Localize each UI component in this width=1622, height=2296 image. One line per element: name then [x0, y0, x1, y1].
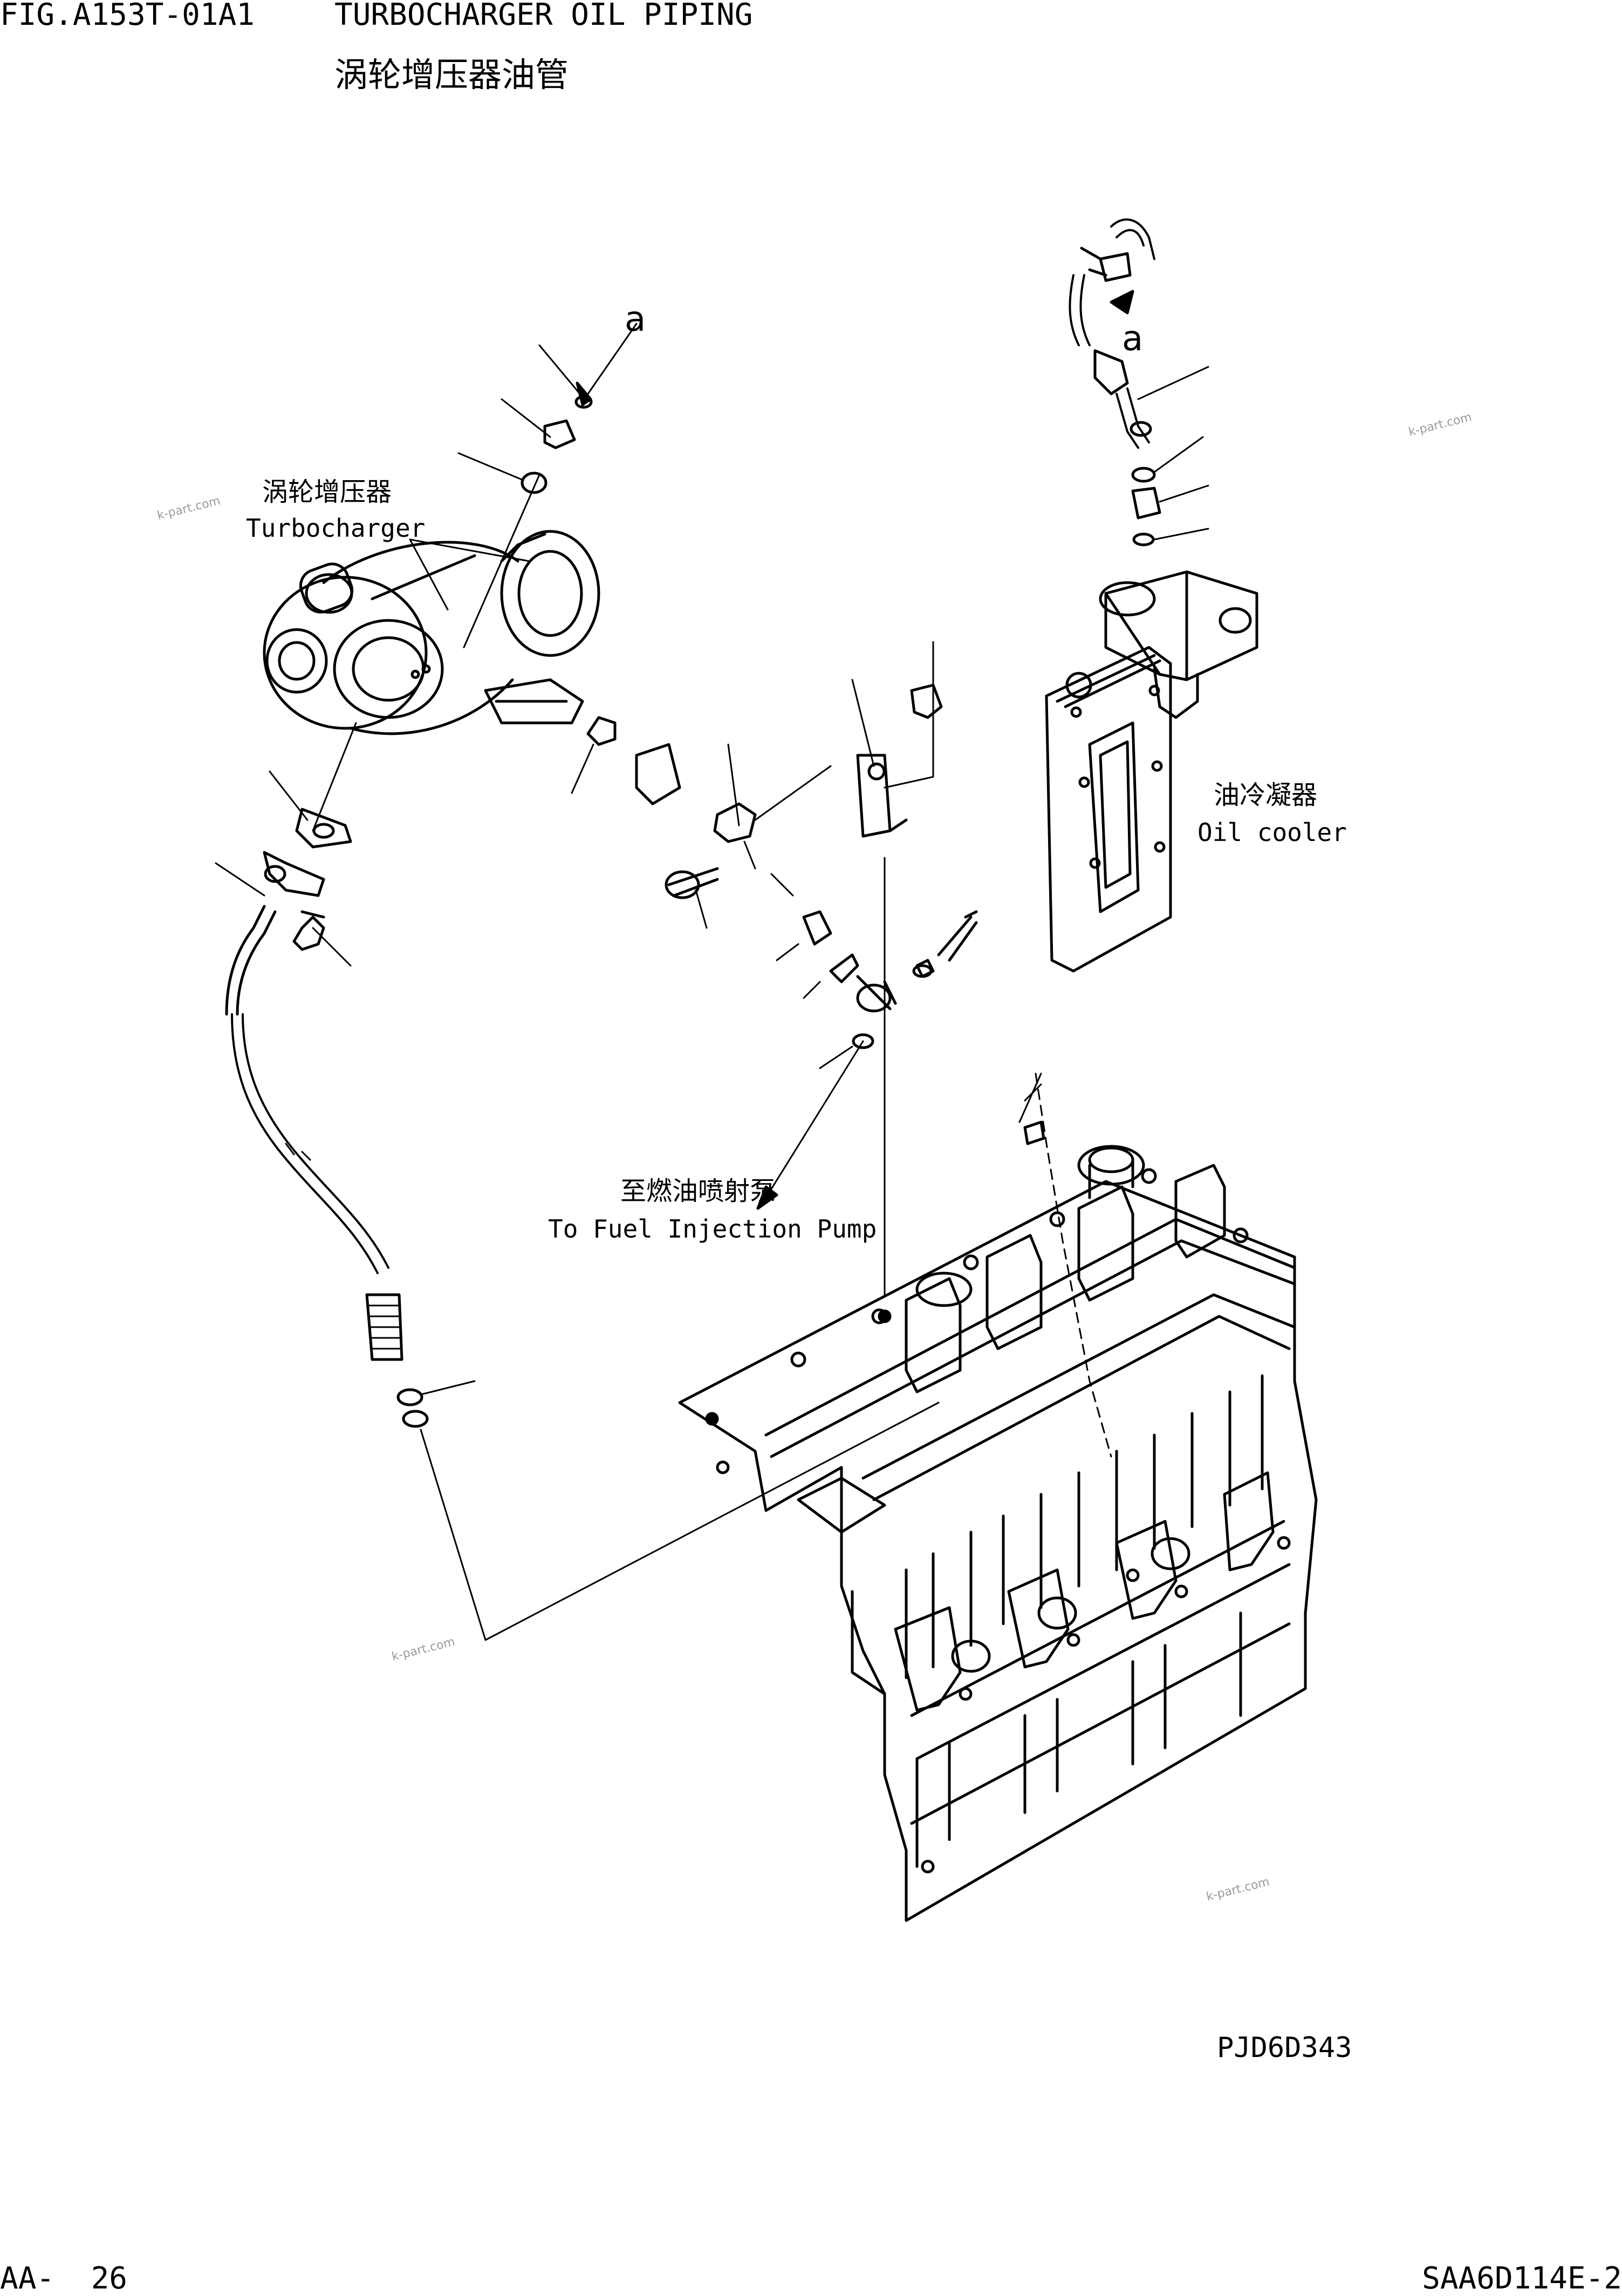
turbocharger-label: Turbocharger: [246, 514, 426, 543]
turbocharger-label-zh: 涡轮增压器: [262, 477, 392, 507]
model-number: SAA6D114E-2: [1422, 2261, 1622, 2296]
figure-id: FIG.A153T-01A1: [0, 0, 255, 32]
oil-cooler: [1045, 570, 1258, 973]
drawing-number: PJD6D343: [1217, 2032, 1352, 2064]
figure-title: TURBOCHARGER OIL PIPING: [334, 0, 753, 32]
reference-mark-a: a: [1122, 319, 1144, 359]
oil-cooler-label: Oil cooler: [1197, 818, 1347, 847]
engine-block: [678, 1145, 1318, 1922]
reference-mark-a: a: [625, 299, 646, 339]
oil-cooler-label-zh: 油冷凝器: [1214, 780, 1318, 810]
fuel-pump-label-zh: 至燃油喷射泵: [620, 1176, 776, 1206]
figure-title-zh: 涡轮增压器油管: [334, 55, 569, 94]
fuel-pump-label: To Fuel Injection Pump: [548, 1214, 877, 1243]
turbocharger: [263, 530, 600, 735]
page-number: AA- 26: [0, 2261, 128, 2296]
